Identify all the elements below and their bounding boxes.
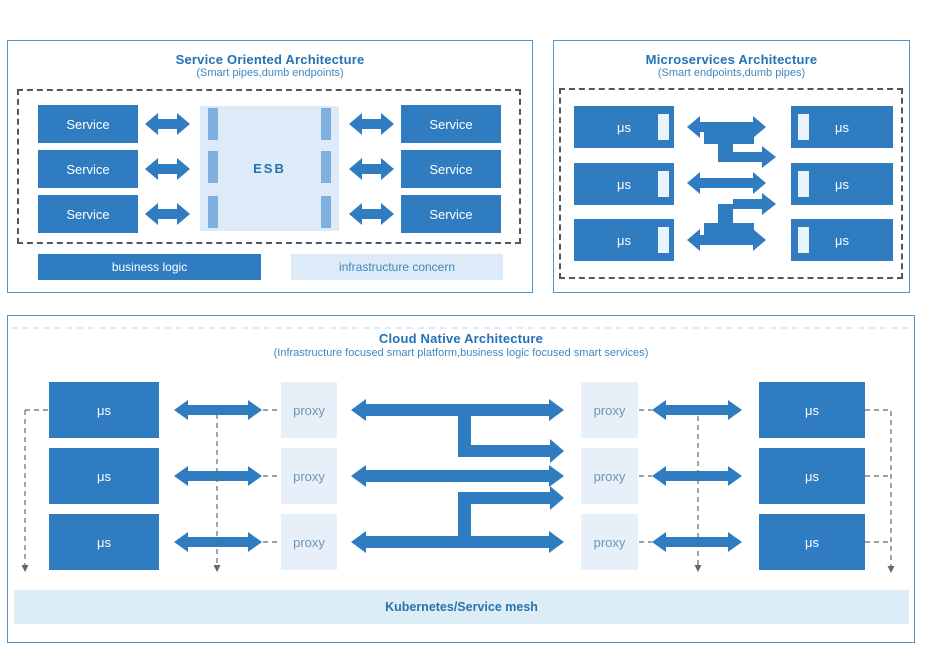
legend-business-logic: business logic [38, 254, 261, 280]
proxy-box: proxy [581, 448, 638, 504]
esb-port-bar [208, 196, 218, 228]
double-arrow-icon [687, 172, 766, 194]
dashed-connectors [24, 409, 892, 566]
microservice-box: μs [574, 163, 674, 205]
esb-port-bar [321, 151, 331, 183]
double-arrow-icon [687, 116, 766, 138]
service-box: Service [401, 105, 501, 143]
double-arrow-icon [351, 465, 564, 487]
esb-box: ESB [200, 106, 339, 231]
proxy-box: proxy [581, 514, 638, 570]
kubernetes-service-mesh-bar: Kubernetes/Service mesh [14, 590, 909, 624]
microservice-label: μs [617, 119, 631, 135]
proxy-box: proxy [581, 382, 638, 438]
endpoint-bar [798, 171, 809, 197]
microservice-label: μs [617, 232, 631, 248]
soa-subtitle: (Smart pipes,dumb endpoints) [196, 67, 344, 79]
panel-cloud-native: Cloud Native Architecture (Infrastructur… [7, 315, 915, 643]
microservices-title: Microservices Architecture [645, 52, 818, 67]
double-arrow-icon [351, 531, 564, 553]
double-arrow-icon [145, 203, 190, 225]
microservice-label: μs [835, 232, 849, 248]
double-arrow-icon [174, 400, 262, 420]
microservice-box: μs [49, 448, 159, 504]
branch-arrow-icon [471, 439, 564, 463]
esb-port-bar [208, 108, 218, 140]
proxy-box: proxy [281, 448, 337, 504]
double-arrow-icon [145, 113, 190, 135]
pipe-flange [704, 223, 754, 235]
pipe-stem [458, 414, 471, 457]
soa-dashed-boundary [17, 89, 521, 244]
microservice-box: μs [791, 106, 893, 148]
branch-arrow-icon [733, 146, 776, 168]
microservice-box: μs [49, 514, 159, 570]
esb-port-bar [321, 196, 331, 228]
microservice-label: μs [835, 119, 849, 135]
down-arrowhead-icon [21, 565, 895, 573]
double-arrow-icon [349, 203, 394, 225]
double-arrow-icon [174, 532, 262, 552]
pipe-stem [718, 132, 733, 162]
service-box: Service [401, 150, 501, 188]
service-box: Service [38, 150, 138, 188]
branch-arrow-icon [733, 193, 776, 215]
pipe-stem [458, 492, 471, 537]
traffic-arrows [174, 399, 742, 553]
double-arrow-icon [145, 158, 190, 180]
endpoint-bar [798, 227, 809, 253]
double-arrow-icon [652, 400, 742, 420]
cloud-connectors [11, 327, 913, 573]
microservices-dashed-boundary [559, 88, 903, 279]
soa-title: Service Oriented Architecture [175, 52, 365, 67]
microservice-label: μs [835, 176, 849, 192]
service-box: Service [401, 195, 501, 233]
endpoint-bar [798, 114, 809, 140]
branch-arrow-icon [471, 486, 564, 510]
microservice-box: μs [791, 219, 893, 261]
endpoint-bar [658, 227, 669, 253]
esb-port-bar [321, 108, 331, 140]
endpoint-bar [658, 171, 669, 197]
microservice-box: μs [759, 382, 865, 438]
microservice-box: μs [759, 448, 865, 504]
double-arrow-icon [174, 466, 262, 486]
panel-soa: Service Oriented Architecture (Smart pip… [7, 40, 533, 293]
legend-infrastructure-concern: infrastructure concern [291, 254, 503, 280]
cloud-subtitle: (Infrastructure focused smart platform,b… [273, 347, 649, 359]
esb-port-bar [208, 151, 218, 183]
microservice-box: μs [574, 219, 674, 261]
double-arrow-icon [652, 466, 742, 486]
esb-label: ESB [253, 161, 286, 176]
endpoint-bar [658, 114, 669, 140]
microservice-label: μs [617, 176, 631, 192]
microservice-box: μs [574, 106, 674, 148]
microservice-box: μs [759, 514, 865, 570]
microservice-box: μs [49, 382, 159, 438]
double-arrow-icon [349, 113, 394, 135]
service-box: Service [38, 105, 138, 143]
cloud-title: Cloud Native Architecture [378, 331, 544, 346]
microservice-box: μs [791, 163, 893, 205]
double-arrow-icon [351, 399, 564, 421]
double-arrow-icon [349, 158, 394, 180]
double-arrow-icon [652, 532, 742, 552]
microservices-subtitle: (Smart endpoints,dumb pipes) [657, 67, 806, 79]
proxy-box: proxy [281, 382, 337, 438]
message-pipes-connector [687, 116, 776, 251]
double-arrow-icon [687, 229, 766, 251]
service-box: Service [38, 195, 138, 233]
proxy-box: proxy [281, 514, 337, 570]
panel-microservices: Microservices Architecture (Smart endpoi… [553, 40, 910, 293]
